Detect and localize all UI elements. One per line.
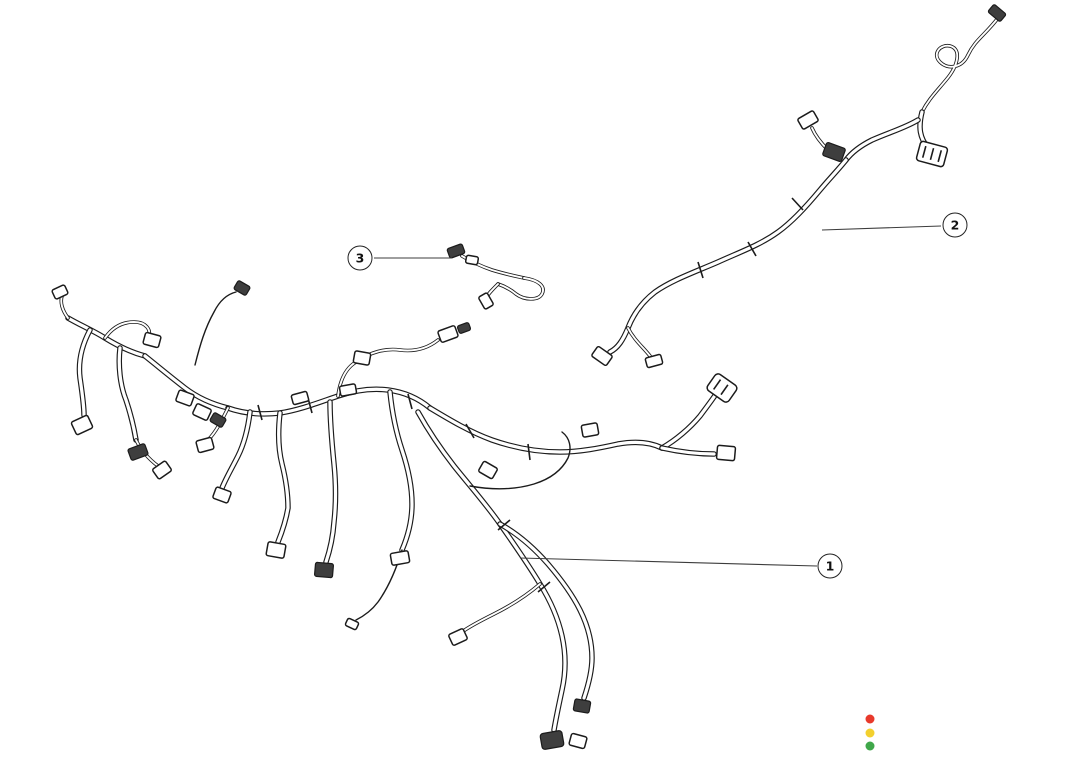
leader-line-2 [821, 225, 942, 231]
callout-3[interactable]: 3 [347, 245, 373, 271]
green-dot-icon [865, 741, 875, 751]
status-indicator-dots [865, 714, 875, 751]
harness-main-drawing [51, 280, 738, 750]
callout-3-label: 3 [355, 250, 365, 266]
callout-1-label: 1 [825, 558, 835, 574]
callout-2[interactable]: 2 [942, 212, 968, 238]
yellow-dot-icon [865, 728, 875, 738]
callout-2-label: 2 [950, 217, 960, 233]
callout-leader-lines [374, 225, 942, 567]
harness-small-drawing [446, 243, 545, 310]
callout-1[interactable]: 1 [817, 553, 843, 579]
red-dot-icon [865, 714, 875, 724]
harness-upper-right-drawing [591, 4, 1007, 369]
leader-line-1 [519, 557, 818, 567]
